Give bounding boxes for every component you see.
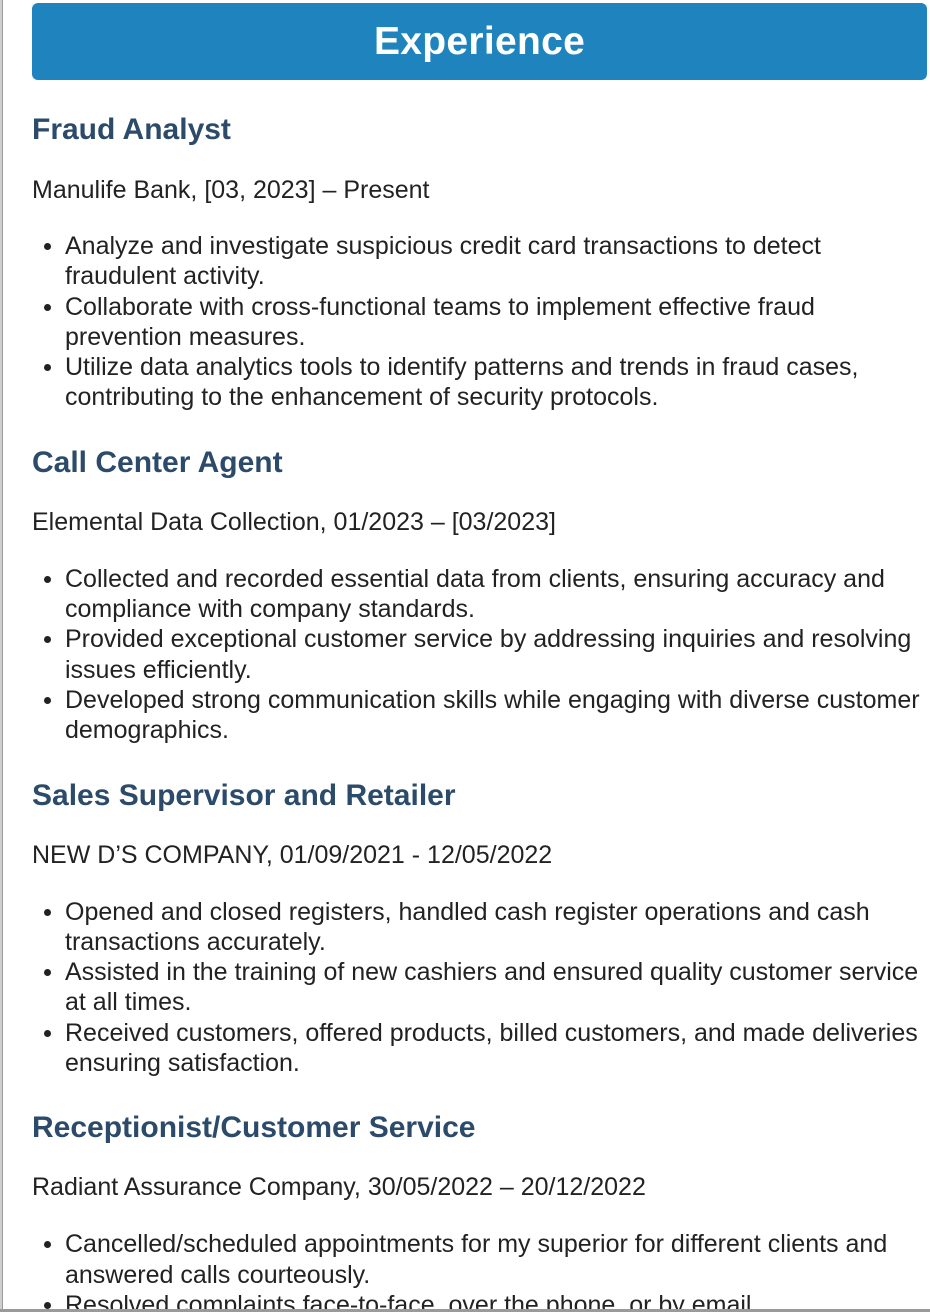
bullet-icon <box>44 1241 51 1249</box>
job-employer-dates: NEW D’S COMPANY, 01/09/2021 - 12/05/2022 <box>32 840 553 869</box>
job-title: Fraud Analyst <box>32 113 231 146</box>
duty-text: Assisted in the training of new cashiers… <box>65 958 919 1017</box>
job-entry: Receptionist/Customer Service Radiant As… <box>32 1110 930 1312</box>
bullet-icon <box>44 1301 51 1309</box>
bullet-icon <box>44 1029 51 1037</box>
duty-text: Opened and closed registers, handled cas… <box>65 897 870 956</box>
duty-text: Received customers, offered products, bi… <box>65 1018 918 1078</box>
bullet-icon <box>44 243 51 250</box>
duty-item: Received customers, offered products, bi… <box>32 1018 930 1079</box>
job-duties-list: Analyze and investigate suspicious credi… <box>32 231 930 413</box>
duty-text: Developed strong communication skills wh… <box>65 685 920 745</box>
duty-item: Analyze and investigate suspicious credi… <box>32 231 930 292</box>
duty-text: Utilize data analytics tools to identify… <box>65 353 859 412</box>
job-duties-list: Collected and recorded essential data fr… <box>32 564 930 746</box>
job-entry: Call Center Agent Elemental Data Collect… <box>32 445 930 746</box>
job-title: Call Center Agent <box>32 445 283 479</box>
duty-item: Cancelled/scheduled appointments for my … <box>32 1229 930 1290</box>
job-duties-list: Cancelled/scheduled appointments for my … <box>32 1229 930 1312</box>
bullet-icon <box>44 364 51 372</box>
duty-item: Utilize data analytics tools to identify… <box>32 352 930 413</box>
job-employer-dates: Radiant Assurance Company, 30/05/2022 – … <box>32 1173 646 1202</box>
duty-text: Collected and recorded essential data fr… <box>65 564 885 624</box>
duty-item: Collected and recorded essential data fr… <box>32 564 930 625</box>
duty-text: Resolved complaints face-to-face, over t… <box>65 1290 759 1312</box>
resume-experience-section: Experience Fraud Analyst Manulife Bank, … <box>32 3 930 1312</box>
job-entry: Fraud Analyst Manulife Bank, [03, 2023] … <box>32 112 930 413</box>
duty-text: Provided exceptional customer service by… <box>65 625 912 684</box>
bullet-icon <box>44 303 51 311</box>
job-employer-dates: Elemental Data Collection, 01/2023 – [03… <box>32 507 556 536</box>
job-employer-dates: Manulife Bank, [03, 2023] – Present <box>32 176 430 204</box>
job-title: Sales Supervisor and Retailer <box>32 778 456 812</box>
section-heading: Experience <box>32 3 927 80</box>
bullet-icon <box>44 908 51 916</box>
duty-item: Developed strong communication skills wh… <box>32 685 930 746</box>
duty-item: Resolved complaints face-to-face, over t… <box>32 1290 930 1312</box>
window-bottom-edge <box>0 1309 930 1312</box>
job-title: Receptionist/Customer Service <box>32 1111 476 1145</box>
duty-item: Provided exceptional customer service by… <box>32 624 930 685</box>
bullet-icon <box>44 696 51 704</box>
window-edge <box>0 0 3 1312</box>
duty-text: Collaborate with cross-functional teams … <box>65 292 815 351</box>
bullet-icon <box>44 636 51 644</box>
bullet-icon <box>44 575 51 583</box>
duty-text: Cancelled/scheduled appointments for my … <box>65 1230 888 1289</box>
bullet-icon <box>44 969 51 977</box>
duty-text: Analyze and investigate suspicious credi… <box>65 232 821 291</box>
duty-item: Opened and closed registers, handled cas… <box>32 897 930 958</box>
job-duties-list: Opened and closed registers, handled cas… <box>32 897 930 1079</box>
job-entry: Sales Supervisor and Retailer NEW D’S CO… <box>32 778 930 1079</box>
duty-item: Assisted in the training of new cashiers… <box>32 957 930 1018</box>
duty-item: Collaborate with cross-functional teams … <box>32 292 930 353</box>
